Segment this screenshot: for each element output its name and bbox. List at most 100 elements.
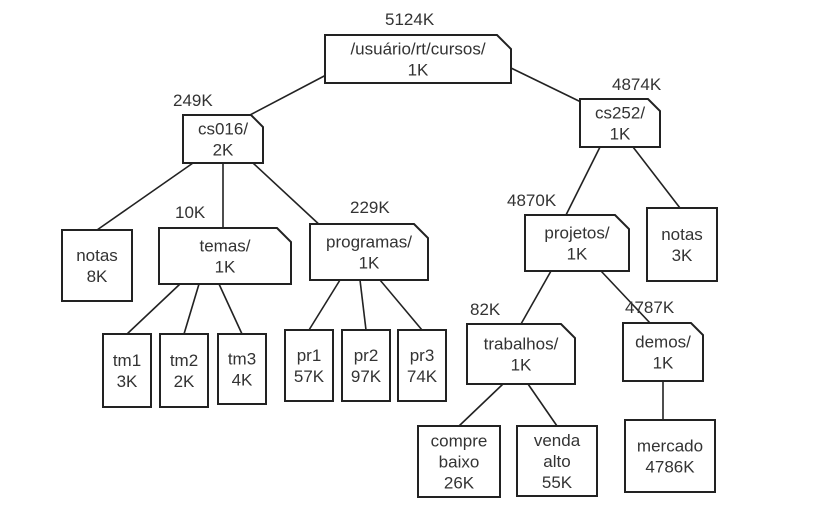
node-cs252: cs252/1K 4874K (579, 75, 662, 148)
node-notas1: notas 8K (61, 229, 133, 302)
file-box (516, 425, 598, 497)
node-name-label: alto (543, 452, 570, 471)
node-name-label: compre (431, 432, 488, 451)
node-name-label: demos/ (635, 333, 691, 352)
node-total-size-label: 249K (173, 91, 213, 110)
node-size-label: 2K (213, 141, 234, 160)
node-name-label: temas/ (199, 237, 250, 256)
file-box (341, 329, 391, 402)
node-name-label: trabalhos/ (484, 335, 559, 354)
node-total-size-label: 4870K (507, 191, 557, 210)
edge-projetos-trabalhos (520, 270, 552, 325)
edge-cs016-programas (252, 162, 324, 229)
file-box (284, 329, 334, 402)
folder-box (579, 98, 661, 148)
node-size-label: 8K (87, 267, 108, 286)
node-root: /usuário/rt/cursos/1K 5124K (324, 10, 512, 84)
node-name-label: pr3 (410, 346, 435, 365)
edge-temas-tm3 (218, 283, 243, 335)
node-programas: programas/1K 229K (309, 198, 429, 281)
file-box (159, 333, 209, 408)
node-name-label: mercado (637, 437, 703, 456)
file-box (624, 419, 716, 493)
node-name-label: pr1 (297, 346, 322, 365)
node-total-size-label: 4874K (612, 75, 662, 94)
edge-root-cs252 (510, 67, 584, 104)
edge-trabalhos-compre (458, 383, 504, 427)
node-size-label: 1K (610, 125, 631, 144)
edge-temas-tm1 (126, 283, 181, 335)
folder-box (524, 214, 630, 272)
folder-box (158, 227, 292, 285)
node-size-label: 74K (407, 367, 438, 386)
file-box (417, 425, 501, 498)
file-box (102, 333, 152, 408)
edge-projetos-demos (600, 270, 651, 324)
node-venda: venda alto 55K (516, 425, 598, 497)
node-name-label: tm2 (170, 351, 198, 370)
edges-layer (96, 67, 681, 427)
node-size-label: 1K (653, 354, 674, 373)
node-total-size-label: 10K (175, 203, 206, 222)
node-name-label: venda (534, 431, 581, 450)
node-total-size-label: 5124K (385, 10, 435, 29)
edge-root-cs016 (249, 73, 329, 116)
node-size-label: 3K (672, 246, 693, 265)
node-name-label: notas (661, 225, 703, 244)
edge-cs252-notas2 (632, 146, 681, 209)
nodes-layer: /usuário/rt/cursos/1K5124Kcs016/2K249Kcs… (61, 10, 718, 498)
folder-box (324, 34, 512, 84)
node-name-label: cs252/ (595, 104, 645, 123)
file-box (397, 329, 447, 402)
edge-trabalhos-venda (527, 383, 558, 427)
node-notas2: notas 3K (646, 207, 718, 282)
file-box (646, 207, 718, 282)
edge-cs016-notas1 (96, 162, 194, 231)
node-size-label: 1K (511, 356, 532, 375)
node-name-label: projetos/ (544, 224, 609, 243)
node-total-size-label: 229K (350, 198, 390, 217)
node-size-label: 1K (215, 258, 236, 277)
edge-cs252-projetos (565, 146, 601, 216)
node-name-label: /usuário/rt/cursos/ (350, 40, 485, 59)
node-size-label: 3K (117, 372, 138, 391)
edge-programas-pr2 (359, 279, 367, 331)
node-size-label: 97K (351, 367, 382, 386)
node-demos: demos/1K 4787K (622, 298, 704, 382)
node-name-label: pr2 (354, 346, 379, 365)
node-temas: temas/1K 10K (158, 203, 292, 285)
node-compre: compre baixo 26K (417, 425, 501, 498)
folder-box (309, 223, 429, 281)
node-size-label: 1K (359, 254, 380, 273)
node-size-label: 2K (174, 372, 195, 391)
edge-temas-tm2 (183, 283, 200, 335)
node-name-label: programas/ (326, 233, 412, 252)
node-size-label: 1K (408, 61, 429, 80)
node-size-label: 55K (542, 473, 573, 492)
node-mercado: mercado 4786K (624, 419, 716, 493)
edge-programas-pr3 (379, 279, 423, 331)
node-name-label: notas (76, 246, 118, 265)
folder-box (466, 323, 576, 385)
node-size-label: 1K (567, 245, 588, 264)
node-size-label: 4K (232, 371, 253, 390)
folder-box (622, 322, 704, 382)
node-name-label: baixo (439, 453, 480, 472)
edge-programas-pr1 (308, 279, 341, 331)
folder-box (182, 114, 264, 164)
file-box (61, 229, 133, 302)
node-projetos: projetos/1K 4870K (507, 191, 630, 272)
node-size-label: 4786K (645, 458, 695, 477)
node-name-label: tm1 (113, 351, 141, 370)
node-total-size-label: 4787K (625, 298, 675, 317)
node-size-label: 26K (444, 474, 475, 493)
